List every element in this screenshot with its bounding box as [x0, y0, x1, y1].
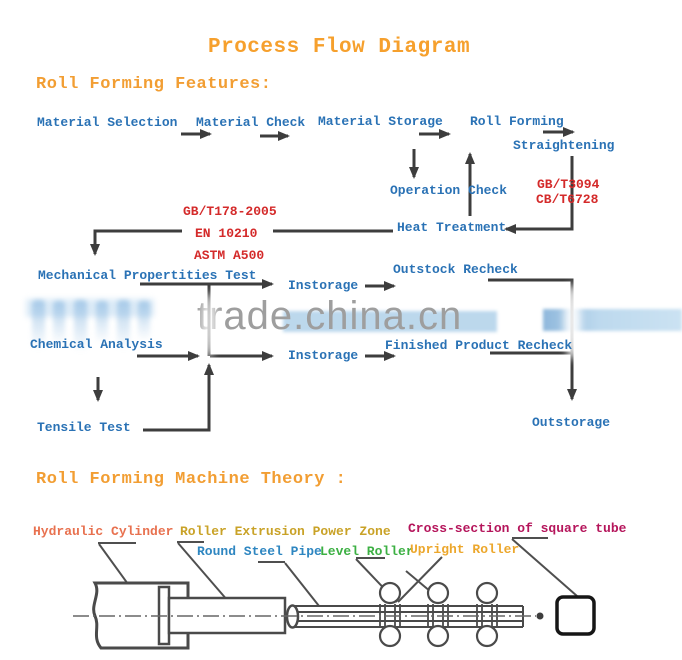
round-steel-pipe-body: [292, 605, 524, 628]
watermark-streak: [138, 301, 150, 341]
level-roller-bottom-2: [426, 624, 450, 648]
node-operation-check: Operation Check: [390, 183, 508, 198]
machine-drawing: [73, 581, 596, 650]
label-level-roller: Level Roller: [320, 544, 414, 559]
standard-gbt178: GB/T178-2005: [183, 204, 277, 219]
node-finished-product-recheck: Finished Product Recheck: [385, 338, 573, 353]
watermark-streak: [117, 300, 130, 350]
watermark-streak: [32, 300, 45, 350]
machine-theory-heading: Roll Forming Machine Theory :: [36, 470, 347, 489]
label-upright-roller: Upright Roller: [410, 542, 520, 557]
watermark-band-center: [283, 311, 497, 332]
leader-uprightroller: [397, 556, 443, 603]
node-heat-treatment: Heat Treatment: [397, 220, 507, 235]
watermark-text: trade.china.cn: [197, 294, 463, 338]
level-roller-top-3: [475, 581, 499, 605]
arrow-straightening-to-heat-treatment: [504, 156, 574, 234]
watermark-white-blob: [202, 292, 216, 358]
watermark-white-blob: [564, 284, 581, 360]
level-roller-top-2: [426, 581, 450, 605]
node-outstock-recheck: Outstock Recheck: [393, 262, 518, 277]
label-round-steel-pipe: Round Steel Pipe: [197, 544, 322, 559]
standard-cbt6728: CB/T6728: [536, 192, 599, 207]
node-mechanical-test: Mechanical Propertities Test: [38, 268, 257, 283]
node-instorage-top: Instorage: [288, 278, 359, 293]
label-hydraulic-cylinder: Hydraulic Cylinder: [33, 524, 174, 539]
node-material-selection: Material Selection: [37, 115, 178, 130]
node-outstorage: Outstorage: [532, 415, 611, 430]
centerline-end-dot: [536, 612, 544, 620]
features-heading: Roll Forming Features:: [36, 75, 272, 94]
level-roller-bottom-1: [378, 624, 402, 648]
node-instorage-bottom: Instorage: [288, 348, 359, 363]
node-material-check: Material Check: [196, 115, 306, 130]
page-title: Process Flow Diagram: [208, 36, 471, 59]
arrow-down-to-mechanical-test: [90, 229, 182, 256]
flow-arrows: [90, 127, 577, 432]
node-chemical-analysis: Chemical Analysis: [30, 337, 163, 352]
watermark-streak: [96, 301, 108, 343]
node-straightening: Straightening: [513, 138, 615, 153]
standard-astm-a500: ASTM A500: [194, 248, 265, 263]
watermark-streak: [53, 301, 65, 345]
node-tensile-test: Tensile Test: [37, 420, 131, 435]
leader-powerzone: [177, 542, 229, 602]
label-roller-extrusion-power-zone: Roller Extrusion Power Zone: [180, 524, 391, 539]
level-roller-bottom-3: [475, 624, 499, 648]
square-tube-cross-section: [555, 595, 596, 636]
standard-gbt3094: GB/T3094: [537, 177, 600, 192]
label-cross-section-square-tube: Cross-section of square tube: [408, 521, 627, 536]
arrow-tensile-up: [143, 363, 214, 432]
leader-pipe: [284, 562, 320, 607]
level-roller-top-1: [378, 581, 402, 605]
watermark-streak: [74, 300, 87, 352]
leader-crosssection: [511, 538, 578, 597]
node-material-storage: Material Storage: [318, 114, 443, 129]
standard-en10210: EN 10210: [195, 226, 258, 241]
node-roll-forming: Roll Forming: [470, 114, 564, 129]
